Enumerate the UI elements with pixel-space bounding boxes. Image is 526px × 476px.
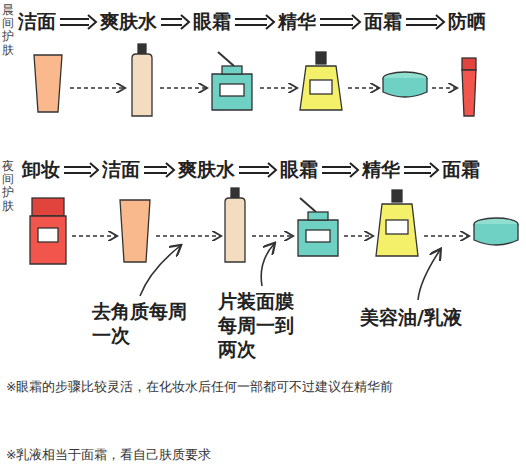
step-name: 眼霜 [278,158,320,182]
double-arrow [235,15,274,29]
double-arrow [404,163,438,177]
step-text: 爽肤水 [178,158,235,180]
note-text: ※眼霜的步骤比较灵活，在化妆水后任何一部都可不过建议在精华前 [6,378,506,397]
step-name: 面霜 [362,10,404,34]
step-text: 洁面 [18,10,56,32]
step-text: 面霜 [364,10,402,32]
step-name: 面霜 [440,158,482,182]
double-arrow [239,163,276,177]
vertical-label: 晨间护肤 [2,4,14,57]
double-arrow [322,163,358,177]
double-arrow [320,15,360,29]
step-name: 洁面 [16,10,58,34]
note-text: ※乳液相当于面霜，看自己肤质要求 [6,446,506,465]
step-text: 眼霜 [193,10,231,32]
step-text: 洁面 [102,158,140,180]
step-text: 防晒 [448,10,486,32]
double-arrow [64,163,98,177]
double-arrow [144,163,174,177]
double-arrow [161,15,189,29]
step-text: 精华 [362,158,400,180]
step-name: 洁面 [100,158,142,182]
callout-text: 片装面膜每周一到两次 [218,290,308,361]
vertical-label: 夜间护肤 [2,160,14,213]
callout-text: 去角质每周一次 [92,300,192,348]
step-name: 爽肤水 [98,10,159,34]
step-text: 眼霜 [280,158,318,180]
callout-text: 美容油/乳液 [360,306,520,330]
step-text: 精华 [278,10,316,32]
step-name: 眼霜 [191,10,233,34]
step-name: 防晒 [446,10,488,34]
step-text: 卸妆 [22,158,60,180]
step-name: 卸妆 [20,158,62,182]
double-arrow [406,15,444,29]
step-text: 爽肤水 [100,10,157,32]
step-text: 面霜 [442,158,480,180]
step-name: 爽肤水 [176,158,237,182]
double-arrow [60,15,96,29]
step-name: 精华 [360,158,402,182]
step-name: 精华 [276,10,318,34]
